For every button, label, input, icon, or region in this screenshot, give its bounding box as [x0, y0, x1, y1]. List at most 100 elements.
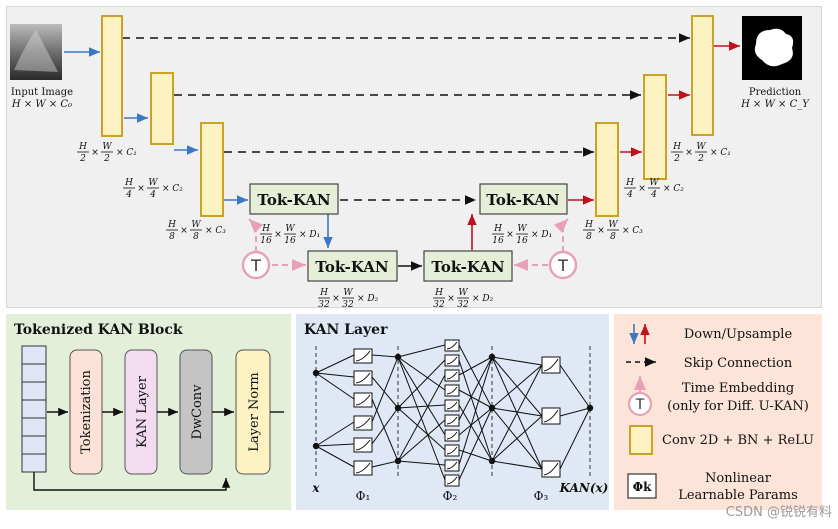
svg-text:32: 32 [342, 300, 354, 310]
dims-dec-4: H16×W16× D₁ [492, 224, 552, 246]
phi-1-box [353, 437, 373, 453]
architecture-panel [6, 6, 822, 308]
phi-1-box [353, 415, 373, 431]
svg-text:H: H [319, 288, 328, 298]
svg-text:H: H [78, 142, 87, 152]
dims-dec-3: H8×W8× C₃ [583, 220, 643, 242]
svg-text:W: W [285, 224, 295, 234]
phi-2-box [444, 369, 460, 382]
svg-text:H: H [584, 220, 593, 230]
svg-text:×: × [447, 294, 455, 304]
decoder-conv-3 [595, 122, 619, 217]
svg-text:T: T [635, 397, 645, 413]
token-column [21, 345, 47, 473]
legend-time-embedding: Time Embedding [682, 381, 794, 396]
prediction-caption: Prediction [749, 87, 802, 98]
svg-text:× C₁: × C₁ [116, 148, 137, 158]
tok-kan-blocks [249, 183, 568, 282]
phi-2-box [444, 339, 460, 352]
svg-text:32: 32 [318, 300, 330, 310]
phi-2-box [444, 429, 460, 442]
svg-text:W: W [458, 288, 468, 298]
input-dims: H × W × C₀ [11, 99, 72, 110]
tok-kan-enc-1 [249, 183, 339, 215]
legend-skip-connection: Skip Connection [684, 356, 793, 371]
kan-node [586, 404, 594, 412]
input-image-texture [14, 30, 58, 72]
kan-node [312, 442, 320, 450]
tok-block-arrows [33, 407, 284, 491]
svg-text:4: 4 [149, 190, 156, 200]
svg-text:16: 16 [516, 236, 528, 246]
svg-text:× C₂: × C₂ [162, 184, 183, 194]
tok-kan-dec-2 [423, 250, 513, 282]
time-embedding-links [248, 218, 569, 271]
kan-node [488, 457, 496, 465]
time-embedding-icon [627, 391, 653, 417]
input-image [10, 24, 62, 80]
dims-enc-3: H8×W8× C₃ [166, 220, 226, 242]
svg-text:Φk: Φk [633, 480, 652, 494]
kan-layer-label: KAN Layer [135, 375, 150, 448]
svg-text:W: W [608, 220, 618, 230]
svg-text:16: 16 [260, 236, 272, 246]
encoder-conv-2 [150, 72, 174, 145]
time-embedding-icon [241, 250, 271, 280]
svg-text:×: × [137, 184, 145, 194]
dims-dec-2: H4×W4× C₂ [624, 178, 684, 200]
prediction-mask [754, 28, 794, 67]
kan-output-label: KAN(x) [559, 481, 609, 495]
legend-icons: T Φk [626, 324, 657, 499]
phi-3-box [541, 407, 561, 425]
svg-text:×: × [274, 230, 282, 240]
svg-text:8: 8 [169, 232, 175, 242]
time-embedding-icon [548, 250, 578, 280]
phi-2-box [444, 414, 460, 427]
svg-text:×: × [685, 148, 693, 158]
legend-time-embedding-note: (only for Diff. U-KAN) [667, 399, 809, 414]
svg-text:W: W [517, 224, 527, 234]
svg-text:× C₃: × C₃ [622, 226, 643, 236]
svg-text:16: 16 [284, 236, 296, 246]
tokenized-kan-block-title: Tokenized KAN Block [14, 322, 183, 338]
svg-text:×: × [91, 148, 99, 158]
legend-conv: Conv 2D + BN + ReLU [662, 433, 814, 448]
phi-3-box [541, 356, 561, 374]
svg-text:4: 4 [626, 190, 633, 200]
phi-1-label: Φ₁ [356, 489, 371, 503]
legend-learnable-params: Learnable Params [678, 488, 798, 503]
kan-node [394, 353, 402, 361]
kan-node [394, 404, 402, 412]
phi-2-label: Φ₂ [443, 489, 458, 503]
svg-text:H: H [672, 142, 681, 152]
svg-text:2: 2 [673, 154, 680, 164]
tok-kan-label: Tok-KAN [315, 258, 389, 276]
conv-block-icon [629, 425, 653, 455]
svg-text:× C₃: × C₃ [205, 226, 226, 236]
phi-3-label: Φ₃ [534, 489, 549, 503]
kan-edges [315, 344, 591, 481]
svg-text:2: 2 [103, 154, 110, 164]
kan-x-label: x [311, 481, 320, 495]
phi-1-box [353, 370, 373, 386]
dims-dec-1: H2×W2× C₁ [671, 142, 731, 164]
dims-dec-5: H32×W32× D₂ [433, 288, 494, 310]
kan-node [488, 404, 496, 412]
svg-text:× D₁: × D₁ [531, 230, 552, 240]
phi-k-icon [627, 473, 657, 499]
svg-text:W: W [343, 288, 353, 298]
encoder-conv-1 [101, 15, 123, 137]
upsample-arrows [467, 41, 740, 250]
phi-2-box [444, 459, 460, 472]
svg-text:×: × [506, 230, 514, 240]
tokenization-label: Tokenization [79, 369, 94, 453]
dwconv-label: DwConv [190, 384, 205, 440]
svg-text:4: 4 [650, 190, 657, 200]
skip-connections [122, 33, 690, 205]
time-embedding-nodes: T T [241, 250, 578, 280]
svg-text:W: W [148, 178, 158, 188]
kan-node [312, 369, 320, 377]
kan-network [312, 339, 594, 487]
